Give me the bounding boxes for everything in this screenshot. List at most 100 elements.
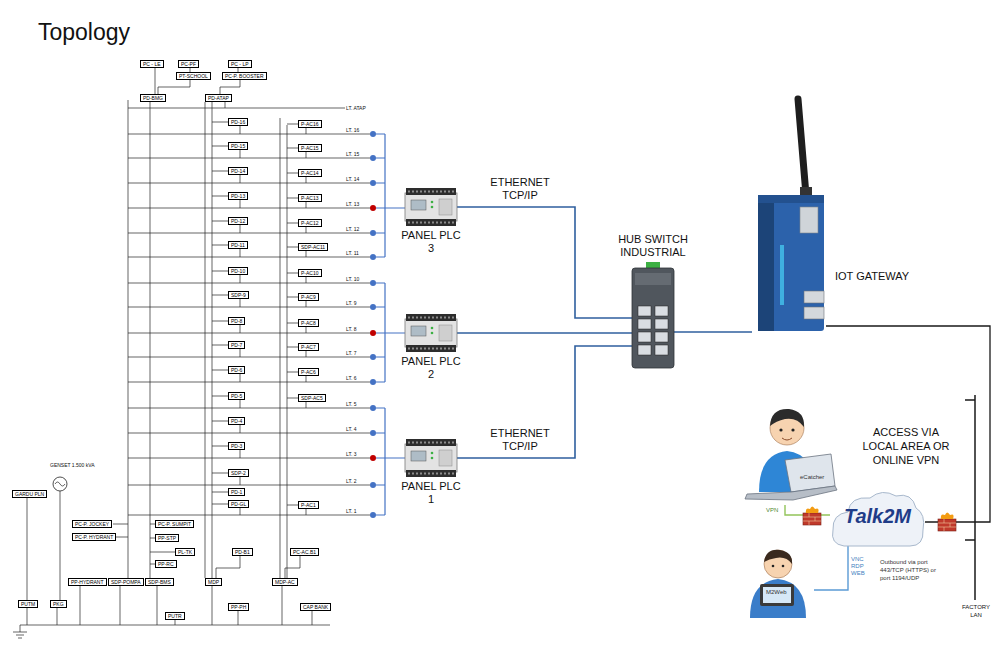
switch-picture [655,306,668,316]
user-laptop: eCatcher [745,400,835,505]
panel-box: PD-16 [228,118,248,126]
feeder-wire [13,625,27,638]
cloud-service: Talk2M [830,488,925,546]
feeder-wire [287,124,298,505]
connector-label: VNC RDP WEB [851,556,867,577]
node-label: PD-10 [231,268,245,274]
node-label: PUTR [168,613,182,619]
plc-panel: PANEL PLC 1 [405,439,457,477]
terminal-dot [370,280,376,286]
gateway-picture [800,207,818,233]
node-label: SDP-2 [231,470,246,476]
panel-box: PD-8 [228,317,245,325]
node-label: PP-PH [231,604,246,610]
node-label: MDP [208,579,219,585]
panel-box: MDP [205,578,222,586]
node-label: PC-PF [181,61,196,67]
switch-picture [638,332,651,342]
switch-picture [638,345,651,355]
terminal-dot [370,430,376,436]
connector-label: ETHERNET TCP/IP [485,176,555,202]
node-label: P-AC14 [301,170,319,176]
panel-box: P-AC7 [298,343,319,351]
panel-box: PD-14 [228,167,248,175]
panel-box: P-AC12 [298,219,322,227]
panel-box: PP-RC [155,560,177,568]
panel-box: SDP-2 [228,469,249,477]
terminal-dot [370,330,376,336]
panel-box: PD-5 [228,392,245,400]
level-label: LT. 6 [346,375,356,381]
panel-box: P-AC1 [298,501,319,509]
terminal-dot [370,304,376,310]
panel-box: PC-PF [178,60,199,68]
panel-box: PD-3 [228,442,245,450]
panel-box: CAP BANK [300,603,331,611]
node-label: PUTM [21,601,35,607]
node-label: P-AC12 [301,220,319,226]
node-label: P-AC13 [301,195,319,201]
node-label: PD-15 [231,143,245,149]
node-label: PD-8 [231,318,242,324]
plc-signal-wire [376,134,405,515]
switch-picture [655,345,668,355]
node-label: SDP-AC11 [301,244,325,250]
factory-lan-line [965,395,975,600]
node-label: P-AC7 [301,344,316,350]
node-label: PD-6 [231,367,242,373]
person-tablet [764,550,792,564]
network-label: FACTORY LAN [958,603,994,619]
node-label: SDP-AC5 [301,395,323,401]
node-label: MDP-AC [275,579,295,585]
network-connector [674,331,752,333]
terminal-dot [370,482,376,488]
node-label: PT-SCHOOL [179,73,208,79]
terminal-dot [370,405,376,411]
level-label: LT. 2 [346,478,356,484]
panel-box: P-AC13 [298,194,322,202]
node-label: PP-RC [158,561,174,567]
network-connector [457,346,632,458]
gateway-picture [758,195,774,331]
user-tablet: M2Web [742,548,814,618]
feeder-wire [128,100,287,578]
node-label: PP-HYDRANT [71,579,104,585]
panel-box: PD-11 [228,241,248,249]
level-label: LT. 7 [346,350,356,356]
node-label: M2Web [766,589,796,596]
plc-picture [405,188,457,226]
switch-picture [655,332,668,342]
plc-picture [405,439,457,477]
panel-box: PD-13 [228,192,248,200]
level-label: LT. 11 [346,250,359,256]
switch-picture [638,319,651,329]
panel-box: SDP-BMS [145,578,174,586]
gateway-picture [758,195,824,331]
panel-box: SDP-9 [228,291,249,299]
level-label: LT. 8 [346,326,356,332]
level-label: LT. 3 [346,451,356,457]
panel-box: PKG [50,600,67,608]
person-laptop [770,409,804,427]
terminal-dot [370,230,376,236]
panel-box: PD-GL [228,500,249,508]
level-label: LT. 12 [346,226,359,232]
panel-box: P-AC9 [298,293,319,301]
node-label: P-AC6 [301,369,316,375]
node-label: PC-P. HYDRANT [75,534,113,540]
node-label: PD-4 [231,418,242,424]
node-label: PD-ATAP [208,95,229,101]
node-label: PC-P. JOCKEY [75,521,109,527]
panel-box: P-AC6 [298,368,319,376]
node-label: P-AC16 [301,121,319,127]
terminal-dot [370,155,376,161]
person-laptop [745,409,837,500]
person-laptop [745,486,837,500]
person-laptop [785,454,835,492]
node-label: PANEL PLC 2 [401,355,461,381]
node-label: PD-3 [231,443,242,449]
panel-box: PC-P. SUMPIT [155,520,194,528]
node-label: PD-13 [231,193,245,199]
gateway-picture [804,307,824,319]
